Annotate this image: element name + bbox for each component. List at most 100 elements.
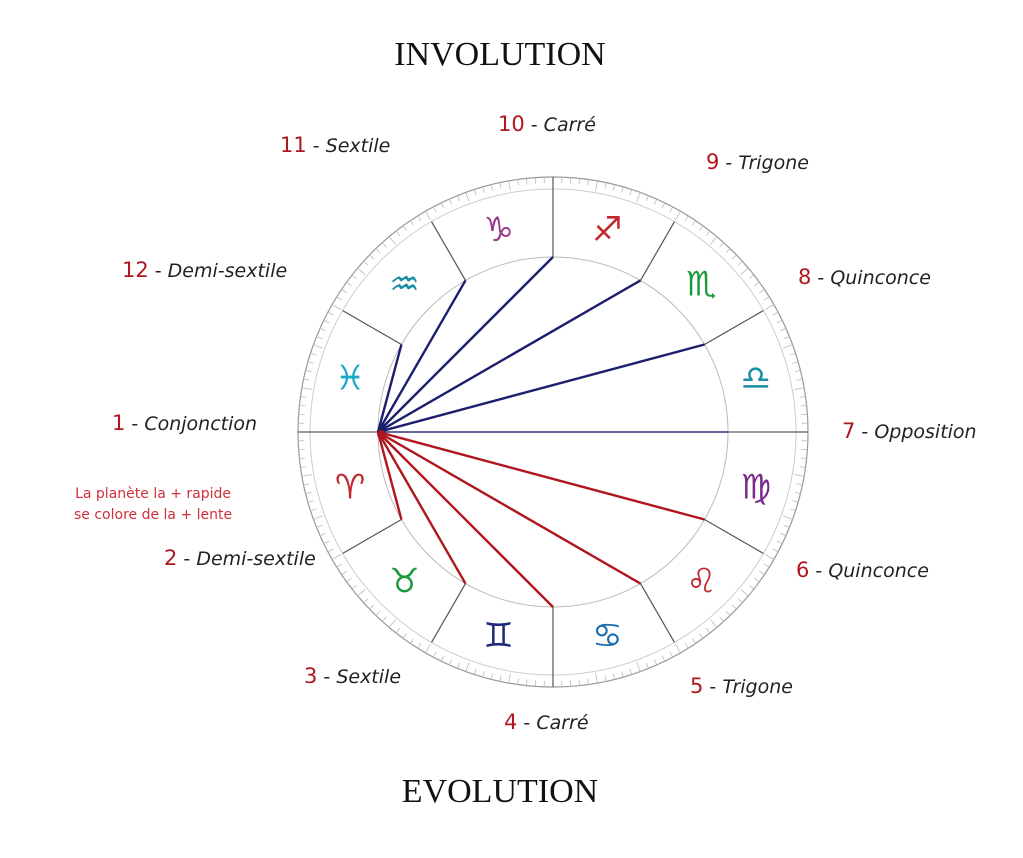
- degree-tick: [448, 659, 453, 666]
- aspect-label-4: 4 - Carré: [504, 710, 589, 734]
- degree-tick: [305, 491, 312, 495]
- degree-tick: [783, 344, 793, 349]
- degree-tick: [621, 186, 624, 193]
- degree-tick: [327, 311, 334, 316]
- degree-tick: [375, 610, 381, 616]
- title-involution: INVOLUTION: [394, 36, 606, 73]
- degree-tick: [776, 540, 783, 545]
- degree-tick: [517, 678, 519, 685]
- degree-tick: [684, 215, 689, 222]
- degree-tick: [740, 267, 749, 275]
- degree-tick: [780, 327, 787, 332]
- degree-tick: [783, 524, 790, 528]
- degree-tick: [595, 673, 598, 684]
- degree-tick: [763, 563, 770, 568]
- degree-tick: [669, 651, 674, 658]
- sign-gemini-icon: ♊︎: [483, 616, 513, 656]
- degree-tick: [307, 500, 314, 503]
- title-evolution: EVOLUTION: [401, 773, 599, 810]
- degree-tick: [653, 198, 658, 205]
- degree-tick: [313, 344, 323, 349]
- degree-tick: [684, 642, 689, 649]
- degree-tick: [710, 236, 718, 245]
- degree-tick: [316, 336, 323, 340]
- aspect-label-6: 6 - Quinconce: [796, 558, 929, 582]
- note-line-1: La planète la + rapide: [75, 486, 232, 502]
- involution-aspect-line: [377, 256, 554, 433]
- aspect-label-7: 7 - Opposition: [842, 419, 977, 443]
- degree-tick: [796, 378, 803, 381]
- degree-tick: [395, 230, 401, 237]
- sign-boundary: [342, 518, 402, 555]
- degree-tick: [653, 659, 658, 666]
- aspect-label-2: 2 - Demi-sextile: [164, 546, 316, 570]
- degree-tick: [331, 554, 342, 560]
- evolution-aspect-line: [377, 431, 554, 608]
- sign-boundary: [430, 221, 467, 281]
- degree-tick: [731, 604, 737, 610]
- degree-tick: [499, 182, 502, 189]
- degree-tick: [316, 524, 323, 528]
- degree-tick: [473, 189, 477, 196]
- aspect-label-11: 11 - Sextile: [280, 133, 391, 157]
- degree-tick: [799, 396, 806, 398]
- degree-tick: [800, 457, 807, 460]
- degree-tick: [336, 563, 343, 568]
- degree-tick: [357, 267, 366, 275]
- sign-boundary: [704, 518, 764, 555]
- degree-tick: [792, 361, 799, 364]
- degree-tick: [629, 668, 633, 675]
- degree-tick: [323, 319, 330, 324]
- sign-boundary: [430, 583, 467, 643]
- degree-tick: [499, 675, 502, 682]
- degree-tick: [794, 474, 805, 477]
- sign-virgo-icon: ♍︎: [741, 467, 771, 507]
- degree-tick: [363, 261, 369, 266]
- involution-aspect-line: [376, 344, 403, 433]
- degree-tick: [473, 668, 477, 675]
- degree-tick: [395, 627, 401, 634]
- degree-tick: [410, 638, 415, 644]
- degree-tick: [351, 584, 358, 590]
- degree-tick: [789, 352, 796, 356]
- degree-tick: [517, 179, 519, 186]
- degree-tick: [776, 319, 783, 324]
- degree-tick: [508, 673, 511, 684]
- involution-aspect-line: [376, 279, 467, 433]
- degree-tick: [465, 662, 470, 672]
- evolution-aspect-line: [377, 430, 705, 521]
- degree-tick: [587, 179, 589, 186]
- aspect-label-10: 10 - Carré: [498, 112, 596, 136]
- degree-tick: [331, 304, 342, 310]
- degree-tick: [740, 589, 749, 597]
- degree-tick: [465, 192, 470, 202]
- degree-tick: [457, 662, 461, 669]
- sign-sagittarius-icon: ♐︎: [592, 210, 622, 250]
- degree-tick: [763, 296, 770, 301]
- degree-tick: [764, 554, 775, 560]
- degree-tick: [783, 336, 790, 340]
- degree-tick: [402, 225, 407, 231]
- degree-tick: [621, 671, 624, 678]
- aspect-label-1: 1 - Conjonction: [112, 411, 258, 435]
- degree-tick: [719, 616, 724, 622]
- degree-tick: [661, 202, 666, 209]
- degree-tick: [305, 369, 312, 373]
- aspect-label-3: 3 - Sextile: [304, 664, 402, 688]
- degree-tick: [675, 210, 681, 221]
- sign-scorpio-icon: ♏︎: [686, 265, 716, 305]
- degree-tick: [327, 548, 334, 553]
- degree-tick: [719, 242, 724, 248]
- degree-tick: [440, 655, 445, 662]
- degree-tick: [432, 206, 437, 213]
- degree-tick: [794, 387, 805, 390]
- degree-tick: [799, 466, 806, 468]
- degree-tick: [636, 662, 641, 672]
- degree-tick: [323, 540, 330, 545]
- degree-tick: [699, 225, 704, 231]
- degree-tick: [737, 261, 743, 266]
- degree-tick: [369, 254, 375, 260]
- degree-tick: [448, 198, 453, 205]
- degree-tick: [508, 180, 511, 191]
- sign-aries-icon: ♈︎: [335, 467, 365, 507]
